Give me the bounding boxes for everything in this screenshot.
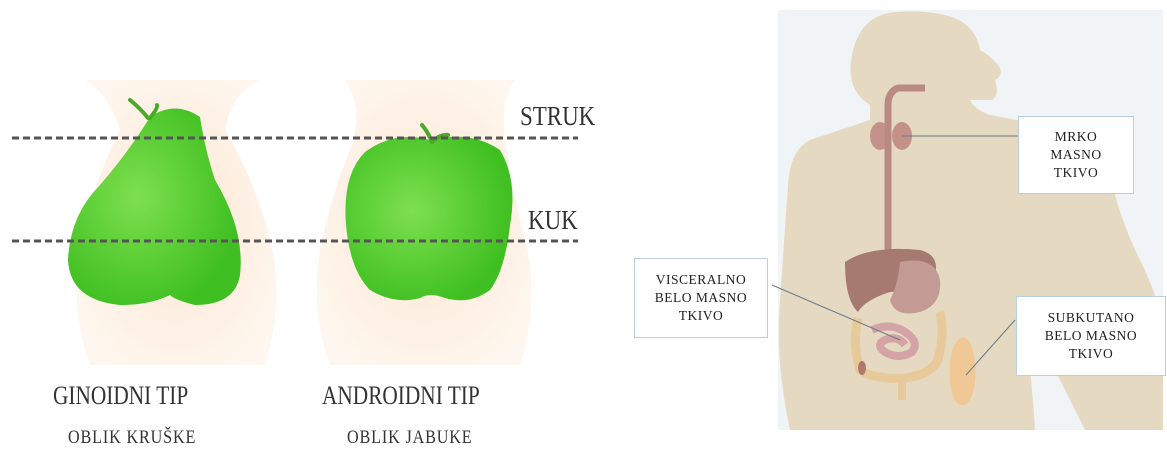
human-body-illustration — [640, 0, 1167, 457]
subcutaneous-fat-label-line: SUBKUTANO — [1048, 309, 1135, 327]
subcutaneous-fat — [950, 338, 976, 406]
body-shape-comparison: STRUK KUK GINOIDNI TIP OBLIK KRUŠKE ANDR… — [0, 0, 620, 457]
appendix — [858, 361, 866, 375]
subcutaneous-fat-label-line: TKIVO — [1069, 345, 1114, 363]
adipose-tissue-diagram: MRKO MASNO TKIVO VISCERALNO BELO MASNO T… — [640, 0, 1167, 457]
visceral-fat-label-line: VISCERALNO — [656, 271, 747, 289]
apple-fruit — [345, 137, 512, 301]
hip-label: KUK — [528, 205, 578, 236]
brown-fat-label-line: MRKO — [1055, 128, 1098, 146]
brown-fat-label-box: MRKO MASNO TKIVO — [1018, 116, 1134, 194]
pear-title: GINOIDNI TIP — [53, 381, 188, 411]
visceral-fat-label-line: BELO MASNO — [655, 289, 747, 307]
brown-fat-label-line: TKIVO — [1054, 164, 1099, 182]
pear-subtitle: OBLIK KRUŠKE — [68, 427, 196, 449]
visceral-fat-label-box: VISCERALNO BELO MASNO TKIVO — [634, 258, 768, 338]
apple-subtitle: OBLIK JABUKE — [347, 427, 472, 449]
brown-fat-label-line: MASNO — [1050, 146, 1101, 164]
visceral-fat-label-line: TKIVO — [679, 307, 724, 325]
subcutaneous-fat-label-line: BELO MASNO — [1045, 327, 1137, 345]
subcutaneous-fat-label-box: SUBKUTANO BELO MASNO TKIVO — [1016, 296, 1166, 376]
waist-label: STRUK — [520, 101, 595, 132]
apple-title: ANDROIDNI TIP — [322, 381, 480, 411]
